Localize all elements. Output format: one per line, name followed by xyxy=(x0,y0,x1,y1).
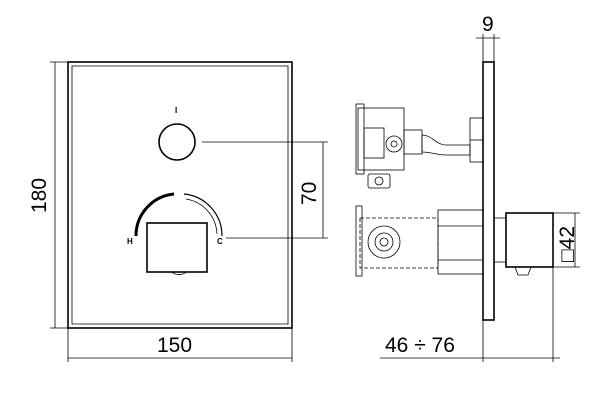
lower-body xyxy=(359,217,439,269)
dim-height: 180 xyxy=(28,178,51,213)
hot-label: H xyxy=(127,237,133,246)
handle-arc-cold-inner xyxy=(185,198,218,235)
dim-offset: 70 xyxy=(298,182,321,205)
dim-range: 46 ÷ 76 xyxy=(385,334,455,357)
side-cover-plate xyxy=(482,61,495,321)
cold-label: C xyxy=(217,237,223,246)
side-square-handle xyxy=(505,212,554,268)
front-view: I H C 70 180 150 xyxy=(28,61,328,362)
handle-arc-hot xyxy=(134,192,175,237)
square-handle xyxy=(146,222,208,273)
indicator-top-label: I xyxy=(175,106,177,115)
cartridge-housing xyxy=(437,209,484,275)
side-view: 9 □42 46 ÷ 7 xyxy=(355,13,580,362)
dim-width: 150 xyxy=(157,334,192,357)
upper-spindle xyxy=(421,134,471,156)
handle-base xyxy=(171,271,187,275)
dim-depth: 9 xyxy=(482,13,494,36)
faceplate-bevel xyxy=(71,65,289,325)
handle-arc-cold xyxy=(183,193,223,237)
diverter-knob xyxy=(158,123,196,161)
dim-square: □42 xyxy=(556,226,579,262)
faceplate-outline xyxy=(67,61,293,329)
upper-body xyxy=(357,107,405,171)
